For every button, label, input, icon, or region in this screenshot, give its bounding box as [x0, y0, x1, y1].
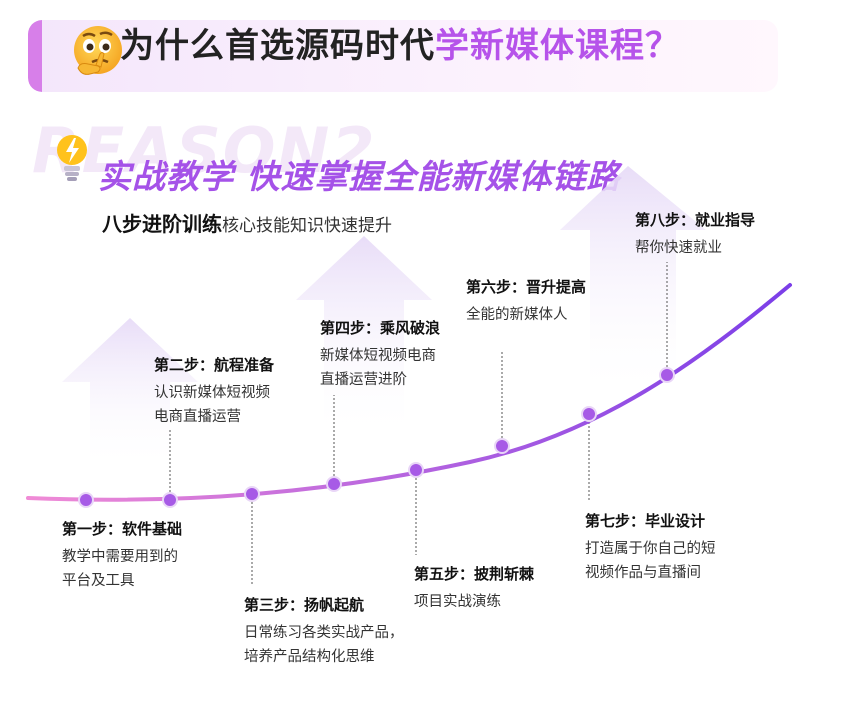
step-title: 第二步：航程准备	[154, 356, 275, 374]
step-desc-line: 帮你快速就业	[635, 240, 722, 256]
background-arrows	[62, 166, 706, 470]
step-title: 第四步：乘风破浪	[320, 319, 441, 337]
step-dot-3	[244, 486, 260, 502]
step-desc-line: 项目实战演练	[414, 594, 501, 610]
bg-arrow-3	[560, 166, 706, 400]
title-highlight: 学新媒体课程？	[435, 26, 680, 66]
thinking-face-icon	[74, 26, 122, 75]
step-title: 第五步：披荆斩棘	[414, 565, 535, 583]
step-desc-line: 电商直播运营	[154, 409, 241, 425]
step-item-5: 第五步：披荆斩棘项目实战演练	[414, 563, 614, 614]
intro-normal: 核心技能知识快速提升	[222, 216, 392, 236]
bg-arrow-1	[62, 318, 198, 470]
step-dots	[78, 367, 675, 508]
step-desc-line: 日常练习各类实战产品，	[244, 625, 404, 641]
step-connectors	[169, 262, 668, 585]
step-desc-line: 新媒体短视频电商	[320, 348, 436, 364]
step-desc-line: 全能的新媒体人	[466, 307, 568, 323]
step-desc-line: 直播运营进阶	[320, 372, 407, 388]
intro-bold: 八步进阶训练	[102, 212, 222, 236]
step-desc-line: 打造属于你自己的短	[585, 541, 716, 557]
title-main: 为什么首选源码时代	[120, 26, 435, 66]
intro-text: 八步进阶训练核心技能知识快速提升	[102, 208, 392, 237]
step-dot-1	[78, 492, 94, 508]
step-dot-7	[581, 406, 597, 422]
step-dot-8	[659, 367, 675, 383]
reason-watermark: REASON2	[32, 114, 377, 187]
step-title: 第八步：就业指导	[635, 211, 756, 229]
step-item-4: 第四步：乘风破浪新媒体短视频电商直播运营进阶	[320, 317, 520, 392]
step-title: 第七步：毕业设计	[585, 512, 706, 530]
step-item-6: 第六步：晋升提高全能的新媒体人	[466, 276, 666, 327]
step-item-8: 第八步：就业指导帮你快速就业	[635, 209, 835, 260]
step-desc-line: 视频作品与直播间	[585, 565, 701, 581]
step-desc-line: 认识新媒体短视频	[154, 385, 270, 401]
step-dot-6	[494, 438, 510, 454]
step-desc-line: 平台及工具	[62, 573, 135, 589]
lightbulb-icon	[57, 135, 87, 181]
bg-arrow-2	[296, 236, 432, 440]
step-dot-2	[162, 492, 178, 508]
step-item-3: 第三步：扬帆起航日常练习各类实战产品， 培养产品结构化思维	[244, 594, 444, 669]
banner-accent-bar	[28, 20, 42, 92]
step-dot-5	[408, 462, 424, 478]
step-item-7: 第七步：毕业设计打造属于你自己的短视频作品与直播间	[585, 510, 785, 585]
step-desc-line: 教学中需要用到的	[62, 549, 178, 565]
step-item-1: 第一步：软件基础教学中需要用到的平台及工具	[62, 518, 262, 593]
step-dot-4	[326, 476, 342, 492]
step-item-2: 第二步：航程准备认识新媒体短视频电商直播运营	[154, 354, 354, 429]
step-title: 第一步：软件基础	[62, 520, 183, 538]
page-title: 为什么首选源码时代学新媒体课程？	[120, 18, 680, 67]
step-title: 第六步：晋升提高	[466, 278, 587, 296]
step-desc-line: 培养产品结构化思维	[244, 649, 375, 665]
header-banner	[28, 20, 778, 92]
section-subtitle: 实战教学 快速掌握全能新媒体链路	[98, 157, 621, 196]
step-title: 第三步：扬帆起航	[244, 596, 365, 614]
